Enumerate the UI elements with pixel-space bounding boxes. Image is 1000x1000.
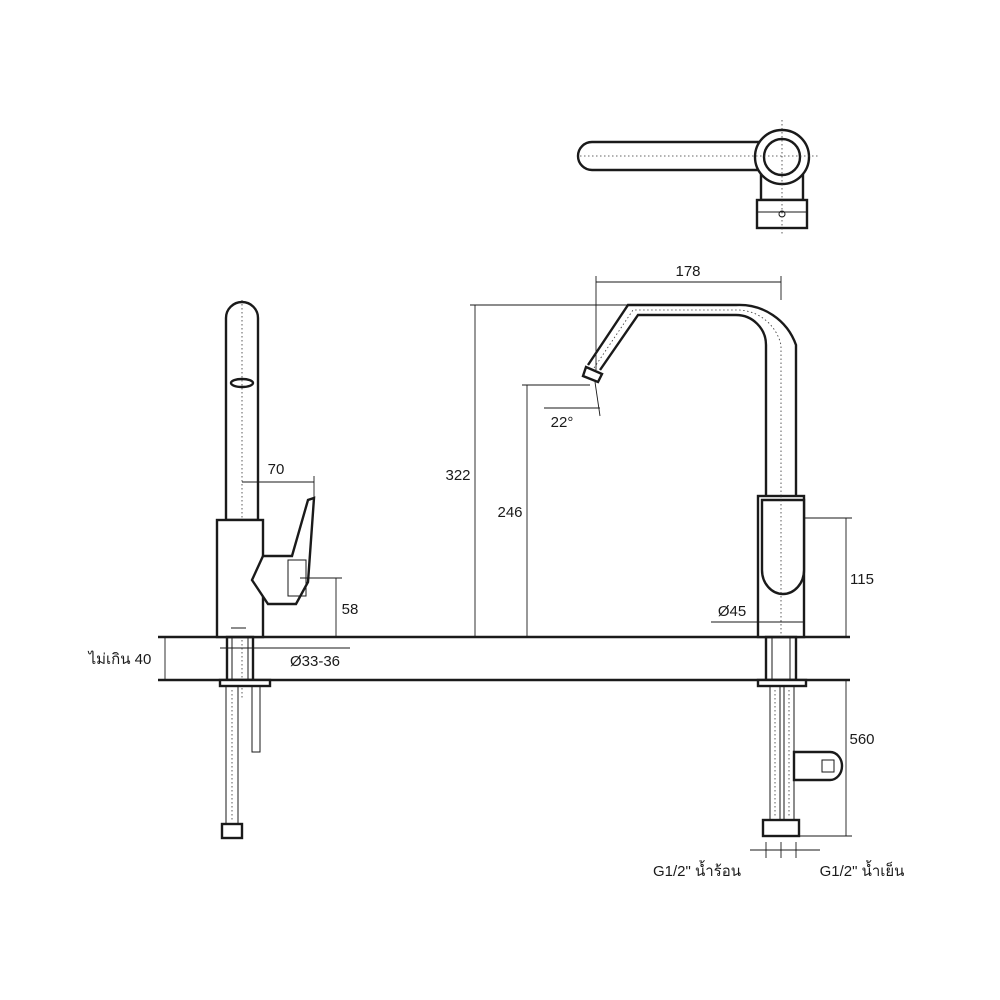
dim-body-diameter: Ø45 <box>718 603 746 620</box>
dim-side-height: 58 <box>342 601 359 618</box>
top-view <box>576 120 820 236</box>
label-hot-connection: G1/2" น้ำร้อน <box>653 860 741 880</box>
dim-body-height: 115 <box>850 571 874 588</box>
side-view <box>215 300 316 840</box>
label-cold-connection: G1/2" น้ำเย็น <box>820 860 905 880</box>
dim-spout-reach: 178 <box>675 263 700 280</box>
dim-deck-thickness: ไม่เกิน 40 <box>88 650 152 668</box>
dim-side-width: 70 <box>268 461 285 478</box>
countertop <box>158 635 850 682</box>
dim-angle: 22° <box>551 414 574 431</box>
dim-hole-diameter: Ø33-36 <box>290 653 340 670</box>
dim-total-height: 322 <box>445 467 470 484</box>
dim-spout-height: 246 <box>497 504 522 521</box>
dimension-lines <box>164 276 852 858</box>
dim-hose-length: 560 <box>849 731 874 748</box>
front-view <box>581 303 844 838</box>
